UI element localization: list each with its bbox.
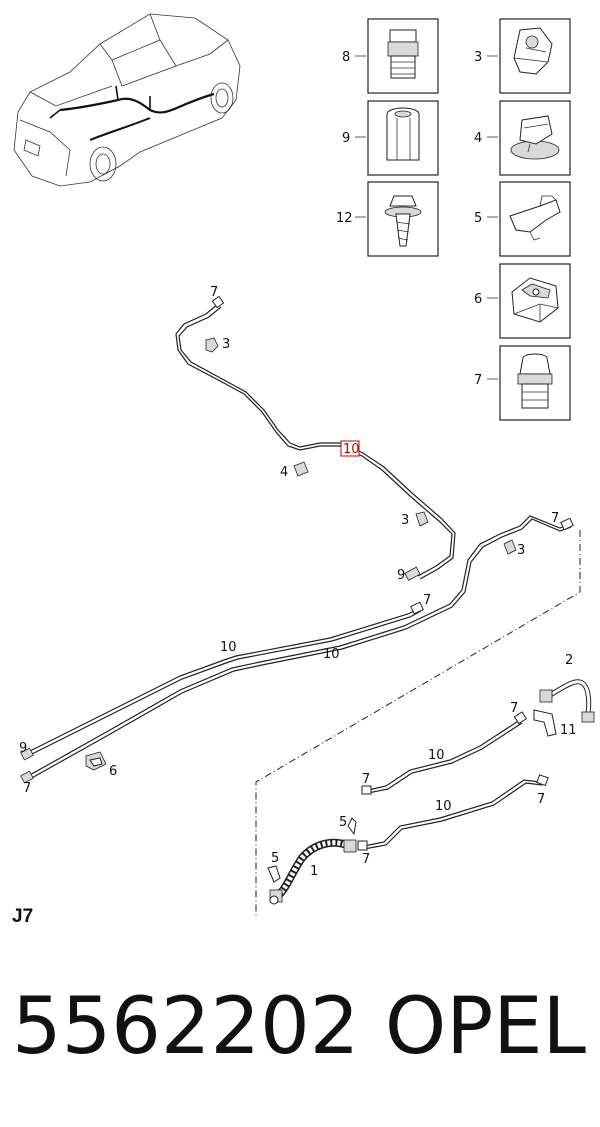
- callout: 1: [310, 864, 318, 879]
- legend-item-5: 5: [474, 181, 571, 257]
- car-illustration-icon: [13, 13, 241, 187]
- callout-highlighted: 10: [343, 442, 360, 457]
- union-fitting-icon: [517, 353, 553, 409]
- section-code: J7: [12, 906, 34, 927]
- bolt-icon: [384, 195, 422, 247]
- legend-item-3: 3: [474, 18, 571, 94]
- callout: 7: [423, 593, 431, 608]
- legend-item-9: 9: [342, 100, 439, 176]
- callout: 10: [428, 748, 445, 763]
- callout: 7: [210, 285, 218, 300]
- legend-number: 9: [342, 131, 350, 146]
- pipe-clip-icon: [513, 27, 553, 75]
- legend-item-8: 8: [342, 18, 439, 94]
- grommet-clip-icon: [293, 461, 309, 477]
- double-clip-icon: [85, 751, 107, 771]
- legend-number: 3: [474, 50, 482, 65]
- bracket-icon: [533, 709, 557, 737]
- section-boundary: [255, 530, 581, 916]
- callout: 10: [323, 647, 340, 662]
- brand-name: OPEL: [384, 982, 586, 1072]
- grommet-clip-icon: [510, 115, 560, 160]
- callout-labels: 7 3 10 4 3 9 7 3 7 10 10 9 7 6 2 7 11 10…: [19, 285, 577, 879]
- callout: 9: [19, 741, 27, 756]
- double-clip-icon: [511, 277, 559, 323]
- callout: 7: [23, 781, 31, 796]
- legend-number: 5: [474, 211, 482, 226]
- brake-hose-1: [269, 838, 357, 905]
- callout: 7: [362, 852, 370, 867]
- legend-item-6: 6: [474, 263, 571, 339]
- union-nut-icon: [387, 29, 419, 79]
- legend-number: 8: [342, 50, 350, 65]
- hex-nut-icon: [386, 107, 420, 161]
- callout: 7: [537, 792, 545, 807]
- callout: 7: [362, 772, 370, 787]
- callout: 6: [109, 764, 117, 779]
- callout: 10: [435, 799, 452, 814]
- legend-number: 7: [474, 373, 482, 388]
- callout: 4: [280, 465, 288, 480]
- callout: 11: [560, 723, 577, 738]
- bracket-icon: [509, 195, 561, 241]
- callout: 7: [551, 511, 559, 526]
- bracket-icon: [267, 865, 281, 883]
- brake-hose-2: [539, 679, 595, 723]
- brake-pipe-upper: [175, 295, 456, 581]
- brake-pipe-lower-b: [357, 774, 549, 851]
- callout: 3: [222, 337, 230, 352]
- bracket-icon: [347, 817, 357, 836]
- callout: 5: [339, 815, 347, 830]
- pipe-clip-icon: [205, 337, 219, 353]
- legend-item-12: 12: [336, 181, 439, 257]
- legend-number: 4: [474, 131, 482, 146]
- callout: 3: [517, 543, 525, 558]
- brake-pipe-long: [20, 515, 574, 784]
- callout: 9: [397, 568, 405, 583]
- legend-item-7: 7: [474, 345, 571, 421]
- callout: 10: [220, 640, 237, 655]
- pipe-clip-icon: [503, 539, 517, 555]
- part-number: 5562202: [12, 982, 360, 1072]
- legend-item-4: 4: [474, 100, 571, 176]
- callout: 7: [510, 701, 518, 716]
- pipe-clip-icon: [415, 511, 429, 527]
- callout: 5: [271, 851, 279, 866]
- legend-number: 12: [336, 211, 353, 226]
- brake-pipe-lower-a: [361, 711, 528, 795]
- legend-number: 6: [474, 292, 482, 307]
- callout: 3: [401, 513, 409, 528]
- callout: 2: [565, 653, 573, 668]
